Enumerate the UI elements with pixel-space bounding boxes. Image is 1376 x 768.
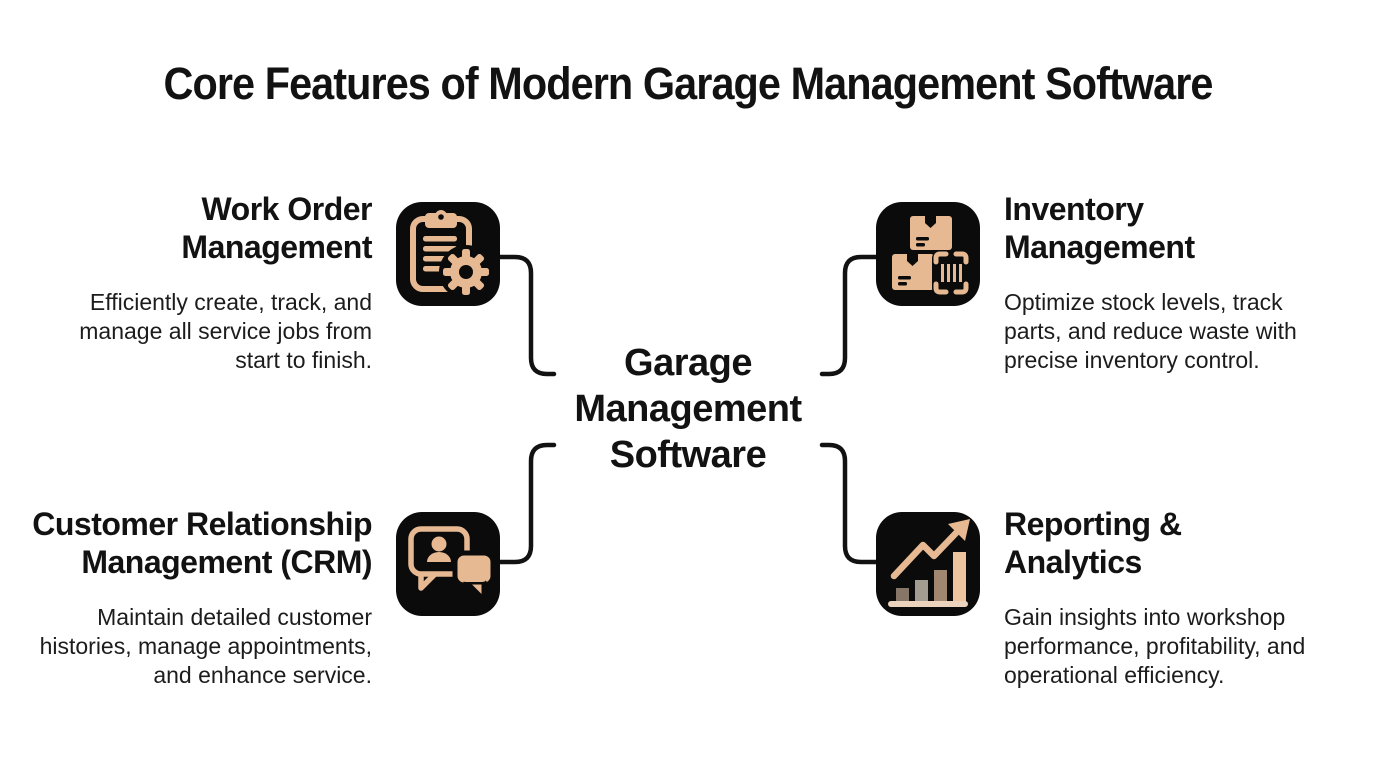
feature-work-order: Work Order Management Efficiently create… <box>2 190 372 375</box>
feature-work-order-title: Work Order Management <box>181 191 372 265</box>
feature-reporting-title: Reporting & Analytics <box>1004 506 1182 580</box>
work-order-icon-tile <box>396 202 500 306</box>
clipboard-gear-icon <box>410 210 493 299</box>
feature-reporting: Reporting & Analytics Gain insights into… <box>1004 505 1344 690</box>
feature-inventory: Inventory Management Optimize stock leve… <box>1004 190 1344 375</box>
page-title: Core Features of Modern Garage Managemen… <box>163 58 1213 109</box>
feature-crm-description: Maintain detailed customer histories, ma… <box>39 604 372 688</box>
feature-reporting-description: Gain insights into workshop performance,… <box>1004 604 1306 688</box>
barcode-glyph <box>932 251 970 295</box>
feature-crm: Customer Relationship Management (CRM) M… <box>2 505 372 690</box>
boxes-barcode-icon <box>892 216 970 295</box>
gear-glyph <box>443 249 489 295</box>
feature-crm-title: Customer Relationship Management (CRM) <box>32 506 372 580</box>
feature-inventory-description: Optimize stock levels, track parts, and … <box>1004 289 1297 373</box>
bar-chart-arrow-icon <box>888 519 970 607</box>
reporting-icon-tile <box>876 512 980 616</box>
inventory-icon-tile <box>876 202 980 306</box>
feature-work-order-description: Efficiently create, track, and manage al… <box>79 289 372 373</box>
filled-bubble-glyph <box>452 550 496 603</box>
center-node-label: Garage Management Software <box>574 342 802 476</box>
feature-inventory-title: Inventory Management <box>1004 191 1195 265</box>
chat-bubbles-icon <box>408 526 496 603</box>
crm-icon-tile <box>396 512 500 616</box>
trend-arrow-glyph <box>890 519 970 580</box>
